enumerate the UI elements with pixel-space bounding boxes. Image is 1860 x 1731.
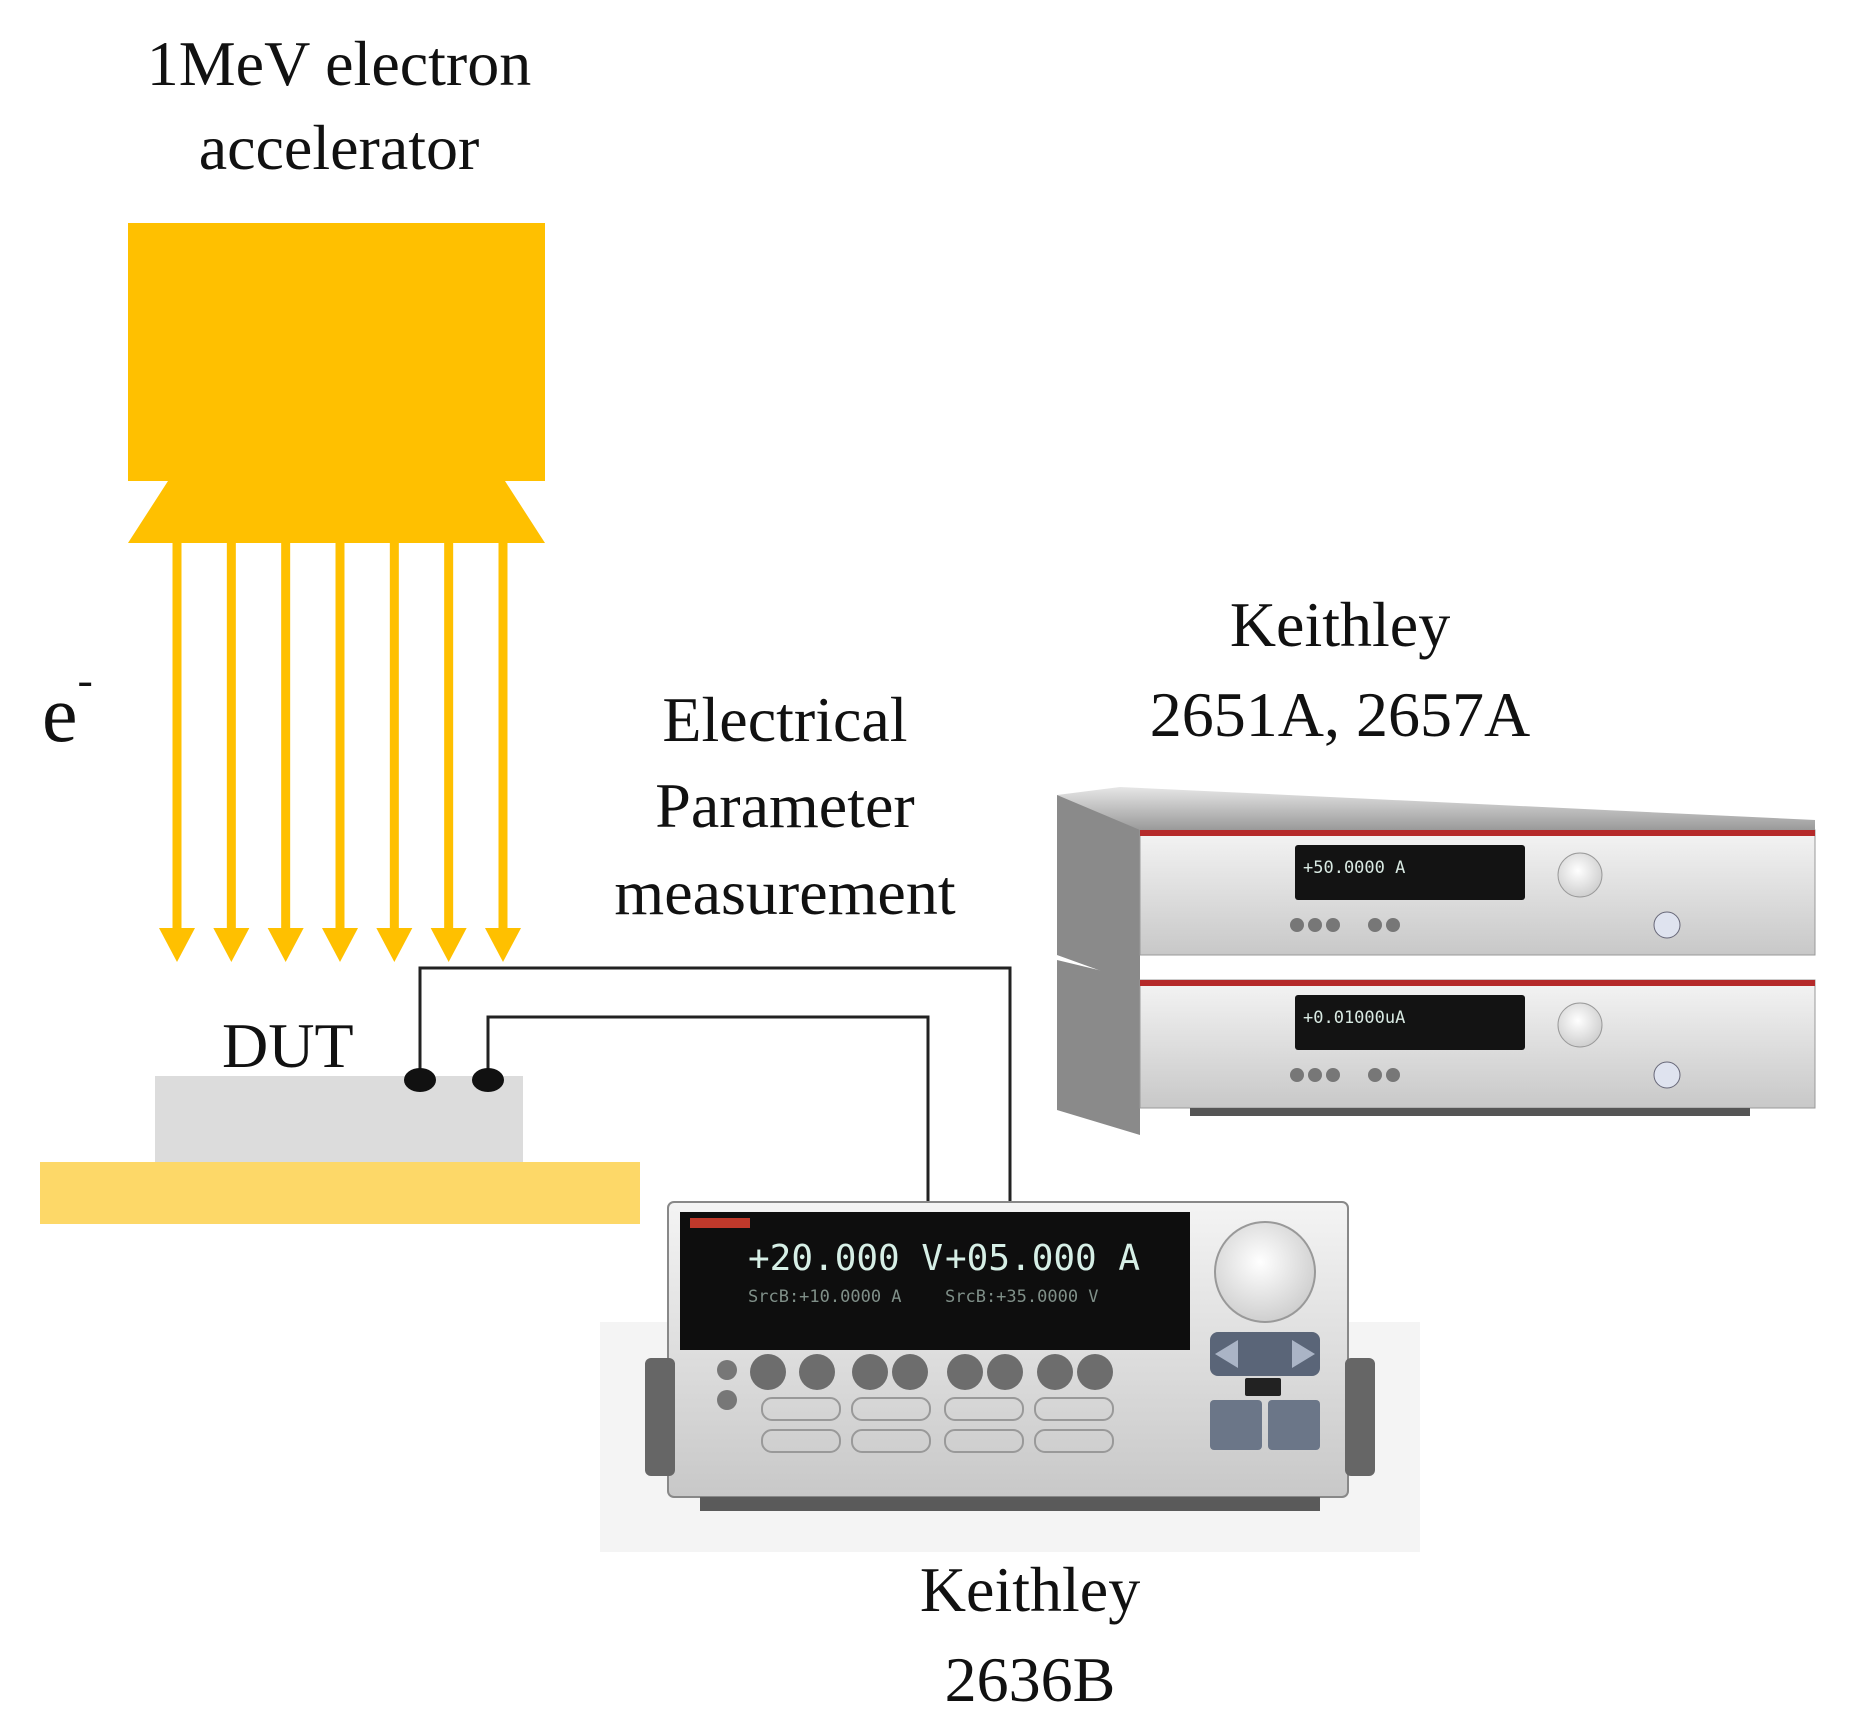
beam-arrow-head <box>430 928 467 962</box>
2636b-readout-a: +20.000 V <box>748 1238 944 1279</box>
beam-arrow-head <box>485 928 521 962</box>
measurement-line2: Parameter <box>655 770 915 842</box>
accelerator-title-line2: accelerator <box>198 112 480 184</box>
beam-arrow-head <box>376 928 413 962</box>
keithley-2651a-2657a-stack <box>1057 787 1816 1135</box>
dut-terminal-2 <box>472 1068 504 1092</box>
lower-unit-readout: +0.01000uA <box>1303 1008 1406 1028</box>
upper-unit-display <box>1295 845 1525 900</box>
beam-arrow-shaft <box>172 543 182 930</box>
2636b-sub-b: SrcB:+35.0000 V <box>945 1287 1099 1307</box>
2636b-output-a <box>1210 1400 1262 1450</box>
2636b-right-handle <box>1345 1358 1375 1476</box>
2636b-usb-port <box>1245 1378 1281 1396</box>
2636b-nav-right <box>1292 1340 1315 1368</box>
beam-arrow-head <box>159 928 195 962</box>
2636b-readout-b: +05.000 A <box>945 1238 1141 1279</box>
2636b-function-keys <box>761 1397 1114 1453</box>
upper-unit-redstripe <box>1140 830 1815 836</box>
electron-letter: e <box>42 671 78 759</box>
lower-unit-knob <box>1557 1002 1603 1048</box>
2636b-left-buttons <box>717 1360 737 1410</box>
beam-arrow-shaft <box>444 543 454 930</box>
keithley-top-line2: 2651A, 2657A <box>1149 678 1531 750</box>
wire-outer <box>418 966 1012 1212</box>
lower-unit-display <box>1295 995 1525 1050</box>
dut-base-plate <box>40 1162 640 1224</box>
upper-unit-top-cover <box>1057 787 1815 830</box>
upper-unit-readout: +50.0000 A <box>1303 858 1406 878</box>
electron-beam <box>159 543 521 962</box>
lower-unit-redstripe <box>1140 980 1815 986</box>
wire-inner <box>486 1015 930 1212</box>
keithley-2636b-unit <box>600 1201 1420 1552</box>
electron-charge: - <box>77 654 93 705</box>
dut-body <box>155 1076 523 1162</box>
accelerator-title: 1MeV electron accelerator <box>100 22 578 191</box>
upper-unit-port <box>1653 911 1681 939</box>
measurement-line3: measurement <box>614 856 956 928</box>
2636b-knob <box>1214 1221 1316 1323</box>
upper-unit-buttons <box>1290 918 1400 932</box>
2636b-left-handle <box>645 1358 675 1476</box>
keithley-bottom-line1: Keithley <box>919 1554 1141 1625</box>
lower-unit-side <box>1057 960 1140 1135</box>
measurement-label: Electrical Parameter measurement <box>575 677 995 936</box>
beam-arrow-shaft <box>335 543 345 930</box>
beam-arrow-head <box>322 928 358 962</box>
2636b-nav-left <box>1215 1340 1238 1368</box>
beam-arrow-head <box>213 928 250 962</box>
measurement-line1: Electrical <box>662 684 908 755</box>
keithley-2636b-label: Keithley 2636B <box>860 1545 1200 1724</box>
beam-arrow-shaft <box>389 543 399 930</box>
beam-arrow-head <box>267 928 304 962</box>
upper-unit-side <box>1057 795 1140 985</box>
dut-label: DUT <box>222 1010 354 1081</box>
2636b-display-panel <box>680 1212 1190 1350</box>
accelerator-block <box>128 223 545 481</box>
lower-unit-port <box>1653 1061 1681 1089</box>
2636b-output-b <box>1268 1400 1320 1450</box>
lower-unit-buttons <box>1290 1068 1400 1082</box>
beam-arrow-shaft <box>498 543 508 930</box>
2636b-keypad <box>750 1354 1113 1390</box>
2636b-feet <box>700 1497 1320 1511</box>
keithley-2651a-2657a-label: Keithley 2651A, 2657A <box>1095 580 1585 759</box>
stack-feet <box>1190 1108 1750 1116</box>
accelerator-title-line1: 1MeV electron <box>146 28 532 99</box>
2636b-brand-strip <box>690 1218 750 1228</box>
beam-arrow-shaft <box>281 543 291 930</box>
dut-terminal-1 <box>404 1068 436 1092</box>
electron-symbol: e- <box>42 650 93 769</box>
accelerator-nozzle <box>128 481 545 543</box>
keithley-bottom-line2: 2636B <box>944 1643 1116 1715</box>
2636b-sub-a: SrcB:+10.0000 A <box>748 1287 902 1307</box>
upper-unit-knob <box>1557 852 1603 898</box>
keithley-top-line1: Keithley <box>1229 589 1451 660</box>
accelerator-body <box>128 223 545 543</box>
beam-arrow-shaft <box>226 543 236 930</box>
